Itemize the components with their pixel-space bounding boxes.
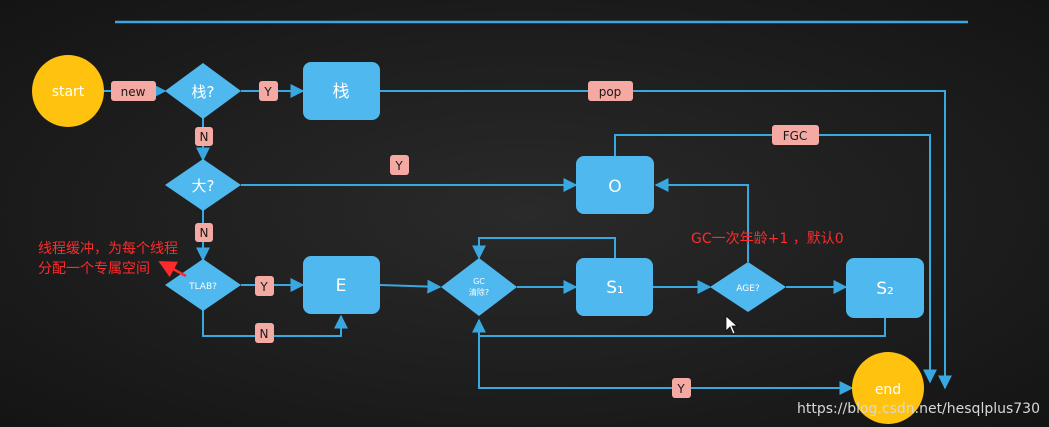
stack-box <box>303 62 380 120</box>
gc-decision <box>441 258 517 316</box>
gc-decision-label-1: GC <box>473 277 485 286</box>
edge-eden-gcq <box>379 279 442 294</box>
edge-gcq-y-end <box>478 320 854 395</box>
start-node <box>32 55 104 127</box>
stack-decision-label: 栈? <box>192 83 215 101</box>
edge-s2-gcq-loop <box>472 318 886 337</box>
tag-n-tlab <box>255 323 274 343</box>
edge-tags: new Y pop N FGC Y N Y N Y <box>111 81 819 398</box>
tag-n-stack <box>195 127 213 146</box>
stack-decision <box>165 63 241 119</box>
tag-new-label: new <box>121 85 146 99</box>
big-decision-label: 大? <box>192 177 215 195</box>
tlab-note-line1: 线程缓冲，为每个线程 <box>38 241 178 257</box>
tlab-decision <box>165 259 241 311</box>
tag-y-stack-label: Y <box>263 85 272 99</box>
stack-box-label: 栈 <box>333 82 350 102</box>
connectors <box>103 84 952 395</box>
tlab-note-line2: 分配一个专属空间 <box>38 261 150 277</box>
tag-fgc <box>772 125 819 145</box>
tlab-note-arrow <box>158 260 187 278</box>
eden-box-label: E <box>336 276 347 296</box>
old-box-label: O <box>608 177 621 197</box>
tag-y-stack <box>259 81 278 101</box>
age-decision-label: AGE? <box>736 284 760 294</box>
gc-decision-label-2: 清除? <box>469 287 489 297</box>
tag-pop <box>588 81 633 101</box>
tag-fgc-label: FGC <box>783 129 808 143</box>
end-label: end <box>875 382 901 398</box>
s1-box <box>576 258 653 316</box>
tag-n-big <box>195 223 213 242</box>
tag-y-gc-label: Y <box>676 382 685 396</box>
old-box <box>576 156 654 214</box>
age-decision <box>710 262 786 312</box>
tag-n-big-label: N <box>200 226 209 240</box>
s2-box <box>846 258 924 318</box>
tag-y-big-label: Y <box>394 159 403 173</box>
eden-box <box>303 256 380 314</box>
tag-n-stack-label: N <box>200 130 209 144</box>
edge-s1-gcq-loop <box>472 237 616 260</box>
end-node <box>852 352 924 424</box>
edge-ageq-old <box>654 178 749 262</box>
tlab-decision-label: TLAB? <box>188 282 217 292</box>
s1-box-label: S₁ <box>606 278 624 298</box>
start-label: start <box>52 84 85 100</box>
tag-y-gc <box>672 378 691 398</box>
tag-y-tlab-label: Y <box>259 280 268 294</box>
tag-pop-label: pop <box>599 85 622 99</box>
tag-n-tlab-label: N <box>260 327 269 341</box>
edge-stack-pop-end <box>380 90 952 390</box>
s2-box-label: S₂ <box>876 279 894 299</box>
big-decision <box>165 159 241 211</box>
mouse-cursor-icon <box>725 315 739 335</box>
age-note: GC一次年龄+1 ，默认0 <box>691 231 844 247</box>
tag-y-big <box>390 155 409 175</box>
tag-new <box>111 81 156 101</box>
tag-y-tlab <box>255 276 274 296</box>
watermark: https://blog.csdn.net/hesqlplus730 <box>797 401 1040 417</box>
